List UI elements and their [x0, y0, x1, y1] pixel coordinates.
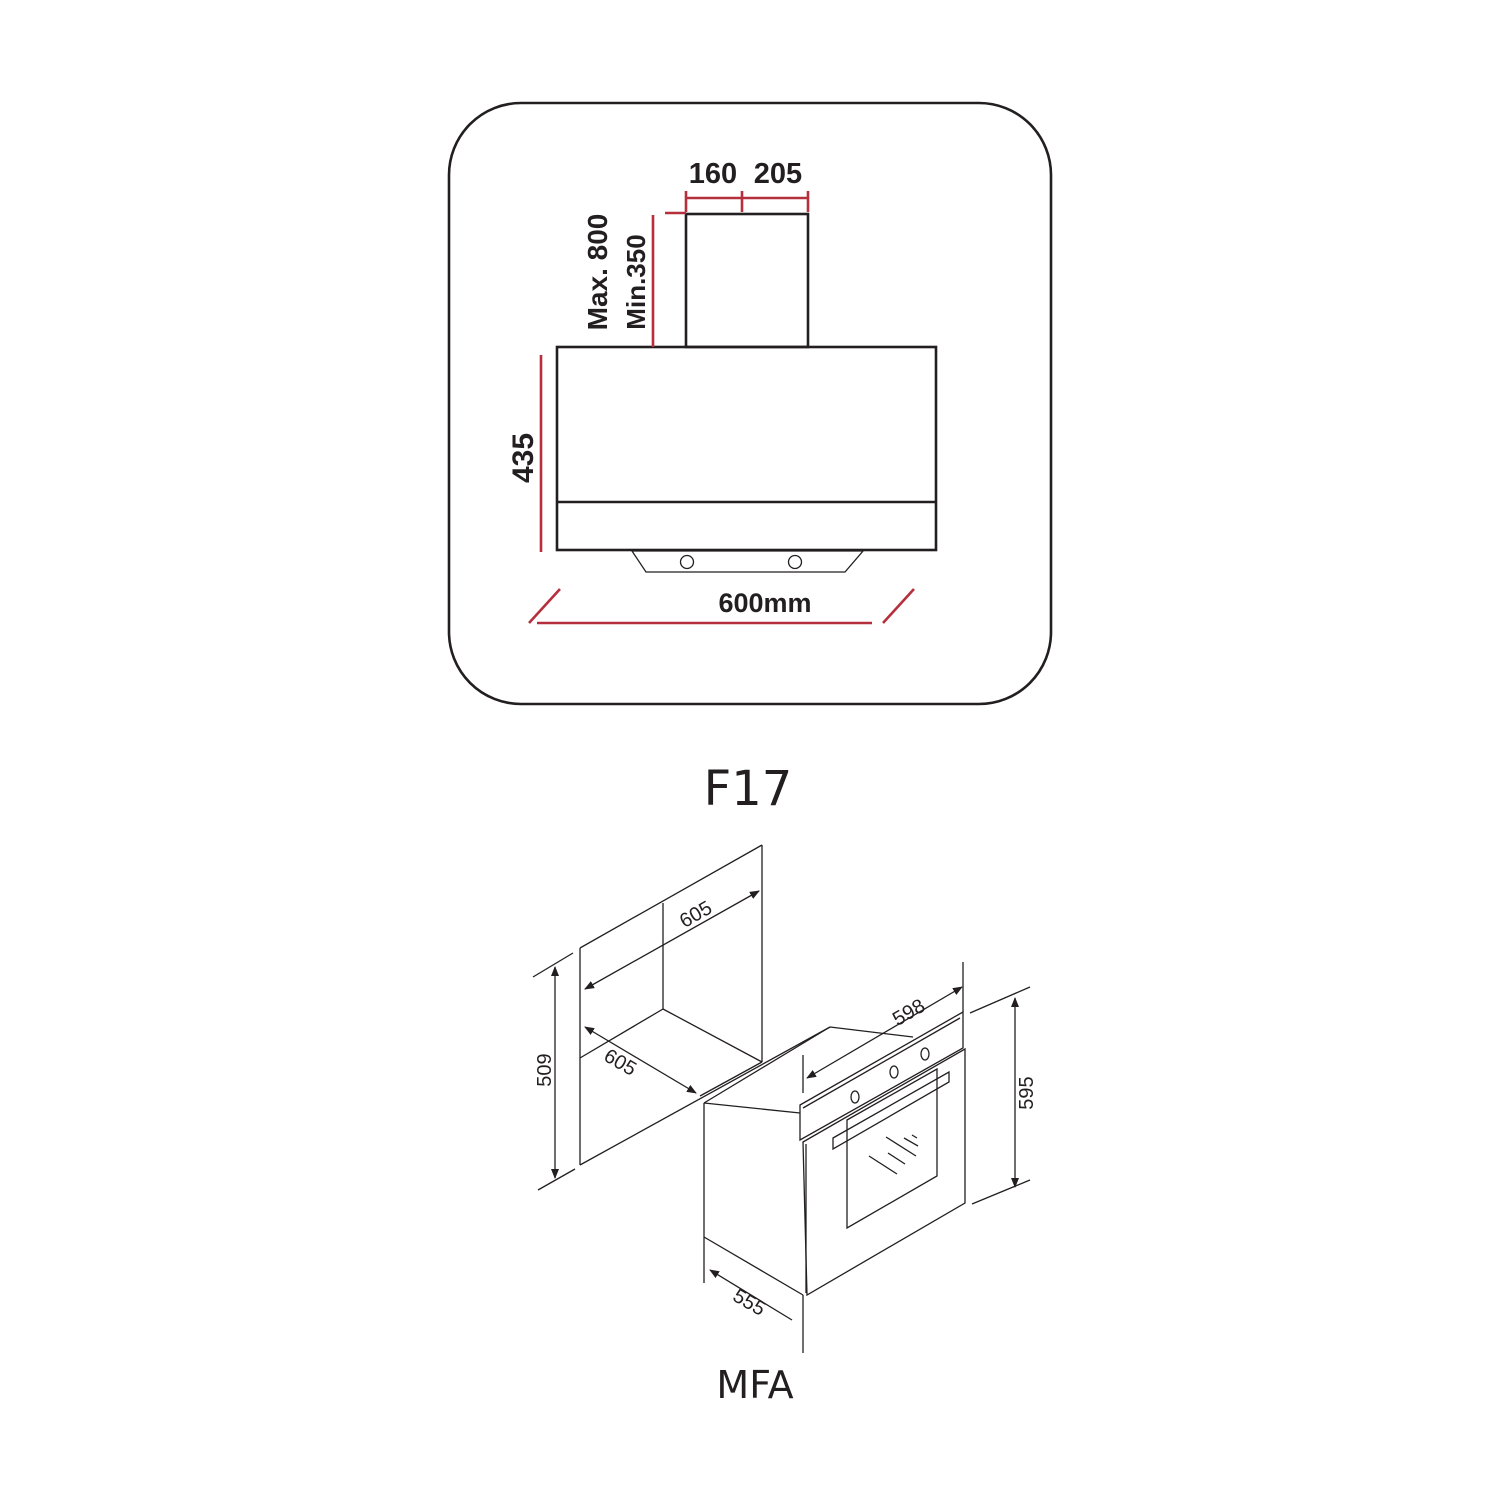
oven-width-arrow	[806, 986, 963, 1079]
oven-model-label: MFA	[716, 1363, 793, 1407]
chimney-width-right-label: 205	[754, 158, 802, 190]
chimney-width-dimension: 160 205	[684, 158, 810, 212]
oven-handle	[832, 1070, 950, 1151]
niche-width-arrow	[584, 890, 760, 990]
oven-door	[802, 1047, 966, 1297]
oven-depth-label: 555	[729, 1285, 769, 1321]
oven-knob-1	[850, 1090, 860, 1104]
hood-frame	[447, 101, 1053, 706]
hood-light-right	[787, 554, 803, 570]
oven-width-label: 598	[889, 995, 929, 1031]
niche-depth-arrow	[584, 1026, 697, 1094]
hood-light-left	[679, 554, 695, 570]
hood-width-dimension: 600mm	[528, 588, 915, 625]
body-height-dimension: 435	[507, 355, 543, 552]
oven-niche-diagram: 605 605 509	[532, 844, 831, 1191]
niche-height-label: 509	[534, 1053, 556, 1086]
chimney-width-left-label: 160	[689, 158, 737, 190]
chimney-height-max-label: Max. 800	[582, 214, 613, 331]
hood-chimney	[684, 212, 810, 349]
oven-knob-3	[920, 1047, 930, 1061]
oven-height-label: 595	[1016, 1076, 1038, 1109]
oven-diagram: 598 595 555	[703, 962, 1038, 1353]
niche-depth-label: 605	[600, 1045, 640, 1081]
hood-width-label: 600mm	[718, 588, 811, 618]
chimney-height-dimension: Max. 800 Min.350	[582, 211, 686, 347]
hood-diagram: 160 205 Max. 800 Min.350 435 600mm	[447, 101, 1053, 706]
oven-depth-arrow	[709, 1269, 793, 1321]
chimney-height-min-label: Min.350	[621, 234, 651, 329]
hood-bottom-tray	[630, 550, 865, 573]
hood-model-label: F17	[704, 761, 793, 817]
oven-window	[846, 1067, 938, 1230]
niche-width-label: 605	[676, 897, 716, 933]
oven-knob-2	[889, 1065, 899, 1079]
hood-body	[555, 345, 938, 552]
oven-window-glare	[868, 1134, 919, 1175]
body-height-label: 435	[507, 433, 540, 483]
